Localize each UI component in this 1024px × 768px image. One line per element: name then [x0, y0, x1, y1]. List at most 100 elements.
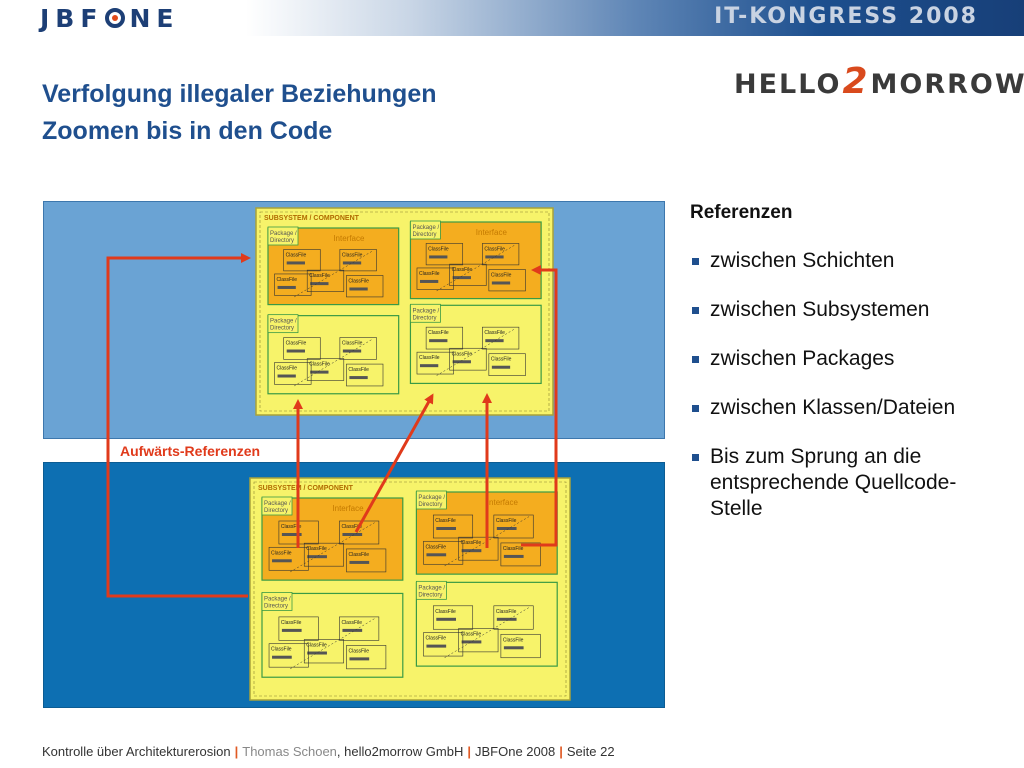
footer-topic: Kontrolle über Architekturerosion — [42, 744, 231, 759]
class-box — [423, 540, 464, 565]
list-item: zwischen Packages — [690, 346, 990, 372]
bullet-square-icon — [692, 258, 699, 265]
interface-label: Interface — [487, 498, 519, 507]
footer-separator: | — [467, 744, 471, 759]
class-box — [339, 337, 377, 360]
classfile-label: ClassFile — [286, 252, 307, 258]
classfile-label: ClassFile — [341, 524, 362, 530]
method-bar — [496, 526, 517, 530]
logo-o-icon — [105, 8, 126, 28]
package-tab — [410, 220, 441, 240]
class-box — [303, 542, 344, 567]
classfile-label: ClassFile — [348, 278, 369, 284]
footer-separator: | — [559, 744, 563, 759]
classfile-label: ClassFile — [461, 631, 482, 637]
classfile-label: ClassFile — [271, 550, 292, 556]
class-box — [449, 263, 487, 286]
method-bar — [429, 339, 448, 343]
method-bar — [310, 370, 329, 374]
dependency-line — [444, 607, 530, 658]
method-bar — [426, 644, 447, 648]
class-box — [346, 275, 384, 298]
class-box — [432, 514, 474, 539]
class-box — [346, 548, 387, 573]
package-tab — [261, 592, 293, 611]
package-label: Package / — [270, 319, 297, 325]
method-bar — [286, 261, 305, 265]
slide-title: Verfolgung illegaler Beziehungen — [42, 80, 437, 108]
class-box — [274, 362, 312, 385]
package-tab — [267, 314, 299, 334]
references-list: zwischen Schichten zwischen Subsystemen … — [690, 248, 990, 545]
classfile-label: ClassFile — [419, 355, 440, 361]
method-bar — [496, 617, 517, 621]
method-bar — [349, 287, 368, 291]
class-box — [493, 605, 534, 630]
bullet-square-icon — [692, 307, 699, 314]
class-box — [500, 542, 541, 567]
classfile-label: ClassFile — [452, 351, 473, 357]
class-box — [306, 358, 345, 381]
brand-left: HELLO — [734, 69, 842, 100]
classfile-label: ClassFile — [341, 620, 362, 626]
method-bar — [277, 374, 296, 378]
brand-number: 2 — [842, 61, 870, 102]
class-box — [274, 273, 312, 296]
hello2morrow-logo: HELLO 2 MORROW — [734, 60, 1024, 102]
class-box — [278, 616, 319, 641]
dependency-line — [294, 250, 373, 298]
method-bar — [286, 349, 305, 353]
method-bar — [281, 532, 302, 536]
class-box — [500, 633, 541, 659]
class-box — [346, 363, 384, 387]
classfile-label: ClassFile — [425, 636, 446, 642]
subsystem-label: SUBSYSTEM / COMPONENT — [258, 485, 354, 492]
method-bar — [436, 617, 457, 621]
dependency-line — [436, 244, 516, 292]
list-item: zwischen Klassen/Dateien — [690, 395, 990, 421]
dependency-line — [290, 522, 375, 573]
class-box — [488, 353, 526, 376]
method-bar — [342, 532, 363, 536]
arrow-diagonal-long — [354, 393, 434, 533]
dependency-line — [290, 618, 375, 670]
method-bar — [277, 285, 296, 289]
class-box — [303, 639, 344, 664]
package-label: Directory — [418, 502, 442, 508]
package-label: Package / — [264, 596, 291, 602]
classfile-label: ClassFile — [348, 367, 369, 373]
package-label: Package / — [270, 231, 297, 237]
classfile-label: ClassFile — [435, 609, 456, 615]
classfile-label: ClassFile — [435, 518, 456, 524]
package-label: Directory — [264, 603, 288, 609]
list-item: zwischen Schichten — [690, 248, 990, 274]
classfile-label: ClassFile — [496, 609, 517, 615]
class-box — [458, 628, 499, 653]
classfile-label: ClassFile — [286, 341, 307, 347]
class-box — [416, 351, 454, 375]
footer-event: JBFOne 2008 — [475, 744, 556, 759]
method-bar — [452, 360, 471, 364]
method-bar — [349, 657, 370, 661]
header-bar: JBF NE IT-KONGRESS 2008 — [0, 0, 1024, 36]
method-bar — [342, 261, 362, 265]
class-box — [493, 514, 534, 539]
class-box — [283, 249, 321, 272]
footer-author: Thomas Schoen — [242, 744, 337, 759]
method-bar — [342, 628, 363, 632]
classfile-label: ClassFile — [419, 271, 440, 277]
arrow-right-upward — [521, 265, 558, 547]
interface-label: Interface — [476, 228, 508, 237]
logo-text-left: JBF — [40, 3, 104, 33]
method-bar — [307, 555, 327, 559]
classfile-label: ClassFile — [277, 366, 298, 372]
class-box — [482, 243, 520, 266]
classfile-label: ClassFile — [461, 540, 482, 546]
method-bar — [272, 655, 292, 659]
classfile-label: ClassFile — [428, 246, 449, 252]
package-label: Package / — [412, 225, 439, 231]
classfile-label: ClassFile — [348, 552, 369, 558]
method-bar — [310, 282, 329, 286]
bullet-square-icon — [692, 405, 699, 412]
